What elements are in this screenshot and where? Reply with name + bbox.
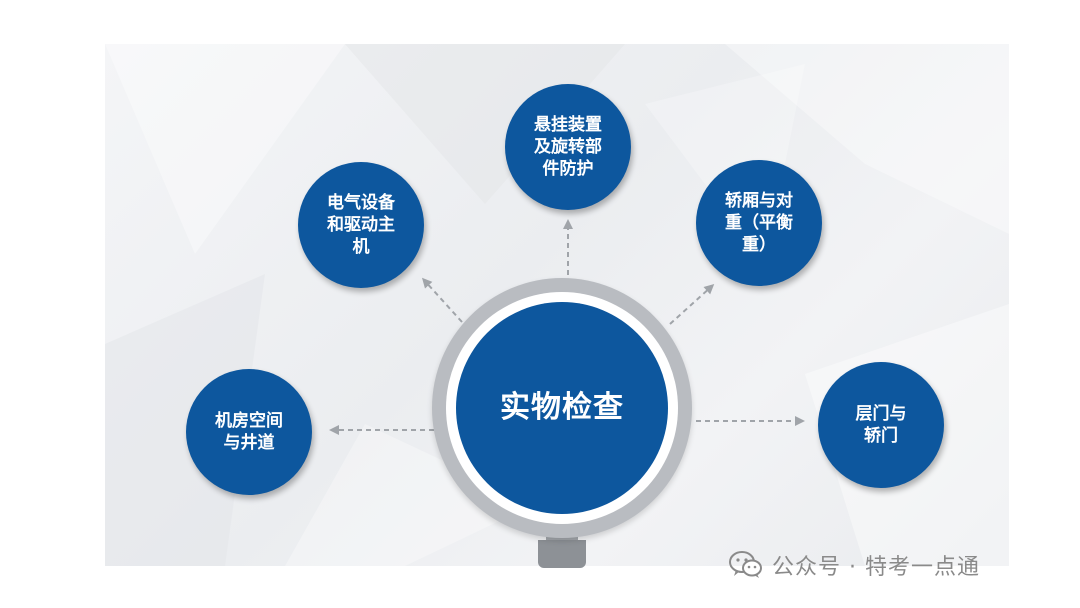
node-suspension: 悬挂装置 及旋转部 件防护: [505, 84, 631, 210]
watermark-text: 公众号 · 特考一点通: [772, 555, 980, 580]
watermark: 公众号 · 特考一点通: [728, 548, 980, 582]
node-electrical-label: 电气设备 和驱动主 机: [327, 193, 395, 257]
center-node: 实物检查: [456, 302, 668, 514]
node-doors: 层门与 轿门: [818, 362, 944, 488]
magnifier-handle: [538, 540, 586, 568]
node-car-counterweight: 轿厢与对 重（平衡 重）: [696, 160, 822, 286]
wechat-icon: [729, 551, 762, 578]
center-node-label: 实物检查: [500, 390, 624, 425]
node-machine-room: 机房空间 与井道: [186, 369, 312, 495]
node-machine-room-label: 机房空间 与井道: [215, 411, 283, 453]
arrow-to-electrical: [421, 277, 463, 323]
node-car-counterweight-label: 轿厢与对 重（平衡 重）: [725, 191, 793, 255]
node-electrical: 电气设备 和驱动主 机: [298, 162, 424, 288]
node-doors-label: 层门与 轿门: [855, 404, 907, 446]
node-suspension-label: 悬挂装置 及旋转部 件防护: [534, 115, 602, 179]
arrow-to-car-counterweight: [669, 283, 715, 325]
